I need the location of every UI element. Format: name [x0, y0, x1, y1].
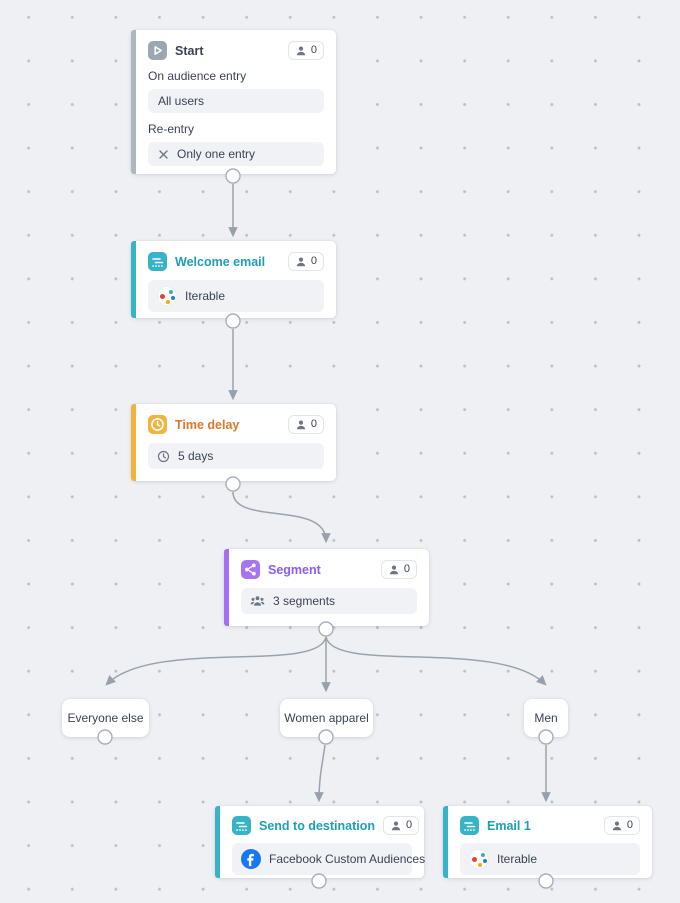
x-icon [159, 149, 168, 159]
branch-women-apparel[interactable]: Women apparel [280, 699, 373, 737]
play-icon [148, 41, 167, 60]
connector-line [314, 744, 326, 803]
email-icon [460, 816, 479, 835]
contact-count-badge[interactable]: 0 [382, 816, 420, 835]
person-icon [612, 821, 622, 830]
contact-count: 0 [310, 44, 317, 56]
branch-label: Women apparel [284, 711, 369, 725]
channel-value: Iterable [497, 852, 538, 866]
branch-label: Everyone else [67, 711, 144, 725]
contact-count: 0 [310, 255, 317, 267]
branch-men[interactable]: Men [524, 699, 568, 737]
channel-value: Iterable [185, 289, 226, 303]
reentry-value-field[interactable]: Only one entry [148, 142, 324, 166]
reentry-value: Only one entry [177, 147, 256, 161]
email-icon [232, 816, 251, 835]
contact-count-badge[interactable]: 0 [380, 560, 417, 579]
delay-value: 5 days [178, 449, 214, 463]
people-group-icon [250, 596, 265, 606]
branch-label: Men [534, 711, 558, 725]
contact-count-badge[interactable]: 0 [287, 41, 324, 60]
connector-line [105, 636, 327, 686]
iterable-logo [469, 849, 489, 869]
node-start[interactable]: Start 0 On audience entry All users Re-e… [131, 30, 336, 174]
node-title: Start [175, 43, 204, 58]
destination-field[interactable]: Facebook Custom Audiences [232, 843, 425, 875]
node-title: Time delay [175, 417, 240, 432]
channel-field[interactable]: Iterable [148, 280, 324, 312]
channel-field[interactable]: Iterable [460, 843, 640, 875]
contact-count: 0 [405, 819, 413, 831]
node-email-1[interactable]: Email 1 0 Iterable [443, 806, 652, 878]
contact-count-badge[interactable]: 0 [287, 415, 324, 434]
reentry-label: Re-entry [148, 122, 195, 136]
split-icon [241, 560, 260, 579]
entry-label: On audience entry [148, 69, 247, 83]
contact-count-badge[interactable]: 0 [287, 252, 324, 271]
contact-count: 0 [310, 418, 317, 430]
segments-value: 3 segments [273, 594, 336, 608]
delay-field[interactable]: 5 days [148, 443, 324, 469]
node-time-delay[interactable]: Time delay 0 5 days [131, 404, 336, 481]
person-icon [296, 46, 306, 55]
entry-value-field[interactable]: All users [148, 89, 324, 113]
node-title: Welcome email [175, 254, 266, 269]
destination-value: Facebook Custom Audiences [269, 852, 426, 866]
person-icon [296, 257, 306, 266]
person-icon [391, 821, 401, 830]
contact-count: 0 [626, 819, 633, 831]
clock-icon [148, 415, 167, 434]
connector-line [232, 491, 331, 544]
email-icon [148, 252, 167, 271]
contact-count-badge[interactable]: 0 [603, 816, 640, 835]
connector-line [325, 636, 547, 686]
branch-everyone-else[interactable]: Everyone else [62, 699, 149, 737]
node-welcome-email[interactable]: Welcome email 0 Iterable [131, 241, 336, 318]
iterable-logo [157, 286, 177, 306]
node-title: Email 1 [487, 818, 531, 833]
node-segment[interactable]: Segment 0 3 segments [224, 549, 429, 626]
contact-count: 0 [403, 563, 410, 575]
segments-field[interactable]: 3 segments [241, 588, 417, 614]
entry-value: All users [158, 94, 205, 108]
clock-icon [157, 450, 170, 462]
node-title: Segment [268, 562, 321, 577]
node-send-to-destination[interactable]: Send to destination 0 Facebook Custom Au… [215, 806, 425, 878]
facebook-logo [241, 849, 261, 869]
person-icon [389, 565, 399, 574]
node-title: Send to destination [259, 818, 375, 833]
person-icon [296, 420, 306, 429]
